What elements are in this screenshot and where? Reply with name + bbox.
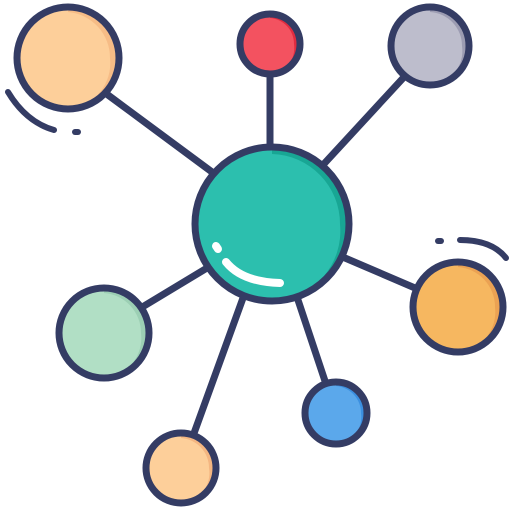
edge-bottom bbox=[189, 294, 247, 440]
hub-highlight-dot bbox=[212, 242, 222, 253]
edge-top-left bbox=[104, 91, 216, 176]
gray-node bbox=[387, 3, 473, 89]
peach-node bbox=[13, 3, 123, 113]
motion-arc-right bbox=[457, 237, 509, 261]
hub-highlight bbox=[222, 258, 284, 287]
motion-arc-left bbox=[5, 89, 57, 133]
orange-node bbox=[409, 258, 507, 356]
peach-small-node bbox=[142, 429, 220, 507]
edge-top-right bbox=[318, 72, 409, 170]
connections bbox=[104, 71, 419, 440]
mint-node bbox=[55, 284, 153, 382]
edge-bottom-right bbox=[294, 296, 330, 388]
motion-marks bbox=[5, 89, 509, 261]
edge-right bbox=[341, 254, 419, 292]
blue-node bbox=[301, 378, 371, 448]
edge-left bbox=[140, 264, 211, 310]
red-node bbox=[236, 10, 304, 78]
center-hub-node bbox=[191, 143, 353, 305]
